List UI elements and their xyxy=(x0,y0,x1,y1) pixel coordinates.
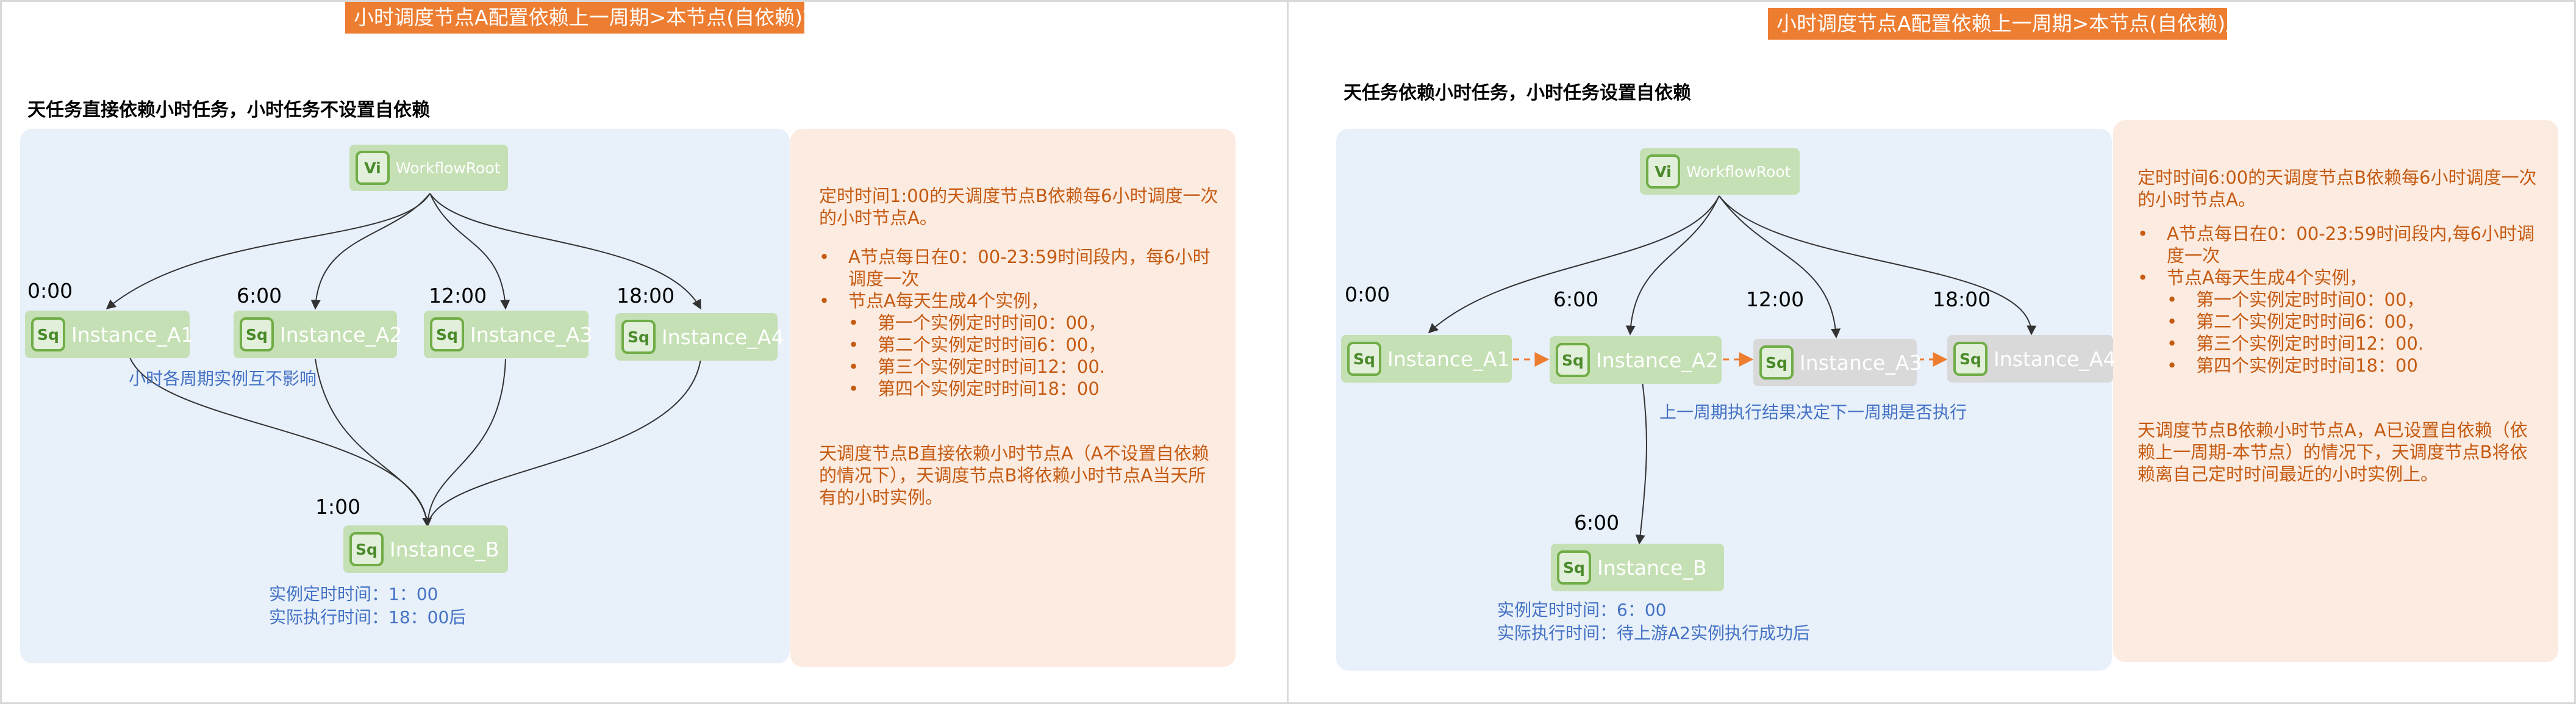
left-description: 定时时间1:00的天调度节点B依赖每6小时调度一次的小时节点A。 A节点每日在0… xyxy=(819,185,1222,508)
sq-icon: Sq xyxy=(430,317,464,351)
edge-root-a2 xyxy=(310,193,431,310)
right-heading: 天任务依赖小时任务，小时任务设置自依赖 xyxy=(1343,82,1691,104)
node-label: Instance_B xyxy=(1597,555,1707,580)
right-time-a3: 12:00 xyxy=(1746,287,1805,311)
left-time-a2: 6:00 xyxy=(237,284,282,308)
left-dependency-arrows xyxy=(106,193,701,528)
vi-icon: Vi xyxy=(356,151,390,185)
sq-icon: Sq xyxy=(1759,345,1794,380)
right-instance-a4[interactable]: Sq Instance_A4 xyxy=(1947,335,2116,383)
node-label: Instance_A1 xyxy=(71,322,194,347)
right-scheduled-time: 实例定时时间：6：00 xyxy=(1497,600,1667,620)
left-scheduled-time: 实例定时时间：1：00 xyxy=(269,584,438,604)
left-instance-a4[interactable]: Sq Instance_A4 xyxy=(615,313,784,361)
sq-icon: Sq xyxy=(1556,343,1590,377)
left-instance-a3[interactable]: Sq Instance_A3 xyxy=(424,311,593,358)
left-heading: 天任务直接依赖小时任务，小时任务不设置自依赖 xyxy=(27,99,430,121)
right-instance-a2[interactable]: Sq Instance_A2 xyxy=(1550,336,1722,384)
sq-icon: Sq xyxy=(621,320,656,354)
edge-a3-b xyxy=(427,358,506,527)
left-time-a4: 18:00 xyxy=(617,284,675,308)
left-desc-sub-4: 第四个实例定时时间18：00 xyxy=(848,378,1222,400)
left-instance-b[interactable]: Sq Instance_B xyxy=(343,525,508,573)
node-label: Instance_A2 xyxy=(1596,348,1719,372)
node-label: Instance_A4 xyxy=(1994,347,2116,371)
left-time-a1: 0:00 xyxy=(27,279,73,303)
node-label: Instance_A3 xyxy=(1800,350,1922,375)
right-instance-a3[interactable]: Sq Instance_A3 xyxy=(1753,339,1922,386)
left-diagram-area xyxy=(20,129,790,663)
left-instance-a2[interactable]: Sq Instance_A2 xyxy=(234,311,402,358)
node-label: WorkflowRoot xyxy=(1686,162,1791,181)
right-workflow-root-node[interactable]: Vi WorkflowRoot xyxy=(1640,148,1800,195)
left-instance-a1[interactable]: Sq Instance_A1 xyxy=(25,311,194,358)
left-actual-time: 实际执行时间：18：00后 xyxy=(269,607,467,627)
right-description-area xyxy=(2113,120,2558,662)
left-desc-conclusion: 天调度节点B直接依赖小时节点A（A不设置自依赖的情况下），天调度节点B将依赖小时… xyxy=(819,443,1209,508)
edge-root-a1 xyxy=(106,193,431,310)
edge-root-a1 xyxy=(1428,195,1720,334)
left-banner: 小时调度节点A配置依赖上一周期>本节点(自依赖)前 xyxy=(345,2,823,34)
right-desc-intro: 定时时间6:00的天调度节点B依赖每6小时调度一次的小时节点A。 xyxy=(2138,167,2537,210)
left-note-independent: 小时各周期实例互不影响 xyxy=(129,369,317,389)
node-label: Instance_B xyxy=(390,537,499,561)
left-desc-bullet-1: A节点每日在0：00-23:59时间段内，每6小时调度一次 xyxy=(819,246,1222,290)
left-workflow-root-node[interactable]: Vi WorkflowRoot xyxy=(349,145,508,191)
left-desc-sub-3: 第三个实例定时时间12：00. xyxy=(848,356,1222,378)
right-desc-sub-1: 第一个实例定时时间0：00， xyxy=(2167,289,2545,311)
left-desc-intro: 定时时间1:00的天调度节点B依赖每6小时调度一次的小时节点A。 xyxy=(819,186,1218,228)
sq-icon: Sq xyxy=(240,317,274,351)
node-label: Instance_A3 xyxy=(470,322,593,347)
sq-icon: Sq xyxy=(1557,550,1591,585)
edge-a4-b xyxy=(427,358,701,527)
left-desc-sub-2: 第二个实例定时时间6：00， xyxy=(848,334,1222,356)
node-label: Instance_A4 xyxy=(662,325,784,349)
right-instance-b[interactable]: Sq Instance_B xyxy=(1551,544,1724,591)
node-label: Instance_A2 xyxy=(280,322,402,347)
sq-icon: Sq xyxy=(31,317,65,351)
right-diagram-area xyxy=(1336,129,2112,671)
right-banner: 小时调度节点A配置依赖上一周期>本节点(自依赖)后 xyxy=(1768,8,2245,40)
sq-icon: Sq xyxy=(1347,342,1381,376)
right-note-previous-cycle: 上一周期执行结果决定下一周期是否执行 xyxy=(1659,402,1967,422)
edge-root-a4 xyxy=(429,193,701,310)
right-desc-bullet-2: 节点A每天生成4个实例， 第一个实例定时时间0：00， 第二个实例定时时间6：0… xyxy=(2138,267,2545,376)
sq-icon: Sq xyxy=(1953,342,1987,376)
right-time-a4: 18:00 xyxy=(1933,287,1991,311)
right-instance-a1[interactable]: Sq Instance_A1 xyxy=(1341,335,1512,383)
left-desc-sub-1: 第一个实例定时时间0：00， xyxy=(848,312,1222,334)
left-panel: 小时调度节点A配置依赖上一周期>本节点(自依赖)前 天任务直接依赖小时任务，小时… xyxy=(0,0,1289,704)
right-time-a1: 0:00 xyxy=(1345,283,1390,306)
right-desc-sub-3: 第三个实例定时时间12：00. xyxy=(2167,333,2545,355)
right-desc-sub-2: 第二个实例定时时间6：00， xyxy=(2167,311,2545,333)
right-description: 定时时间6:00的天调度节点B依赖每6小时调度一次的小时节点A。 A节点每日在0… xyxy=(2138,167,2545,485)
edge-root-a4 xyxy=(1719,195,2037,336)
right-time-b: 6:00 xyxy=(1574,511,1620,535)
edge-root-a3 xyxy=(429,193,510,310)
left-time-a3: 12:00 xyxy=(429,284,487,308)
vi-icon: Vi xyxy=(1646,154,1680,189)
edge-root-a2 xyxy=(1625,195,1720,336)
left-time-b: 1:00 xyxy=(315,495,361,519)
node-label: Instance_A1 xyxy=(1387,347,1510,371)
node-label: WorkflowRoot xyxy=(396,159,501,177)
right-desc-sub-4: 第四个实例定时时间18：00 xyxy=(2167,355,2545,376)
right-dependency-arrows xyxy=(1428,195,2037,545)
right-desc-conclusion: 天调度节点B依赖小时节点A，A已设置自依赖（依赖上一周期-本节点）的情况下，天调… xyxy=(2138,420,2528,484)
sq-icon: Sq xyxy=(349,532,384,566)
right-time-a2: 6:00 xyxy=(1553,287,1599,311)
right-desc-bullet-1: A节点每日在0：00-23:59时间段内,每6小时调度一次 xyxy=(2138,223,2545,267)
edge-a2-b xyxy=(315,358,428,527)
right-actual-time: 实际执行时间：待上游A2实例执行成功后 xyxy=(1497,623,1810,643)
left-desc-bullet-2: 节点A每天生成4个实例， 第一个实例定时时间0：00， 第二个实例定时时间6：0… xyxy=(819,290,1222,400)
edge-root-a3 xyxy=(1719,195,1841,339)
edge-a2-b xyxy=(1635,381,1647,545)
right-panel: 小时调度节点A配置依赖上一周期>本节点(自依赖)后 天任务依赖小时任务，小时任务… xyxy=(1287,0,2576,704)
